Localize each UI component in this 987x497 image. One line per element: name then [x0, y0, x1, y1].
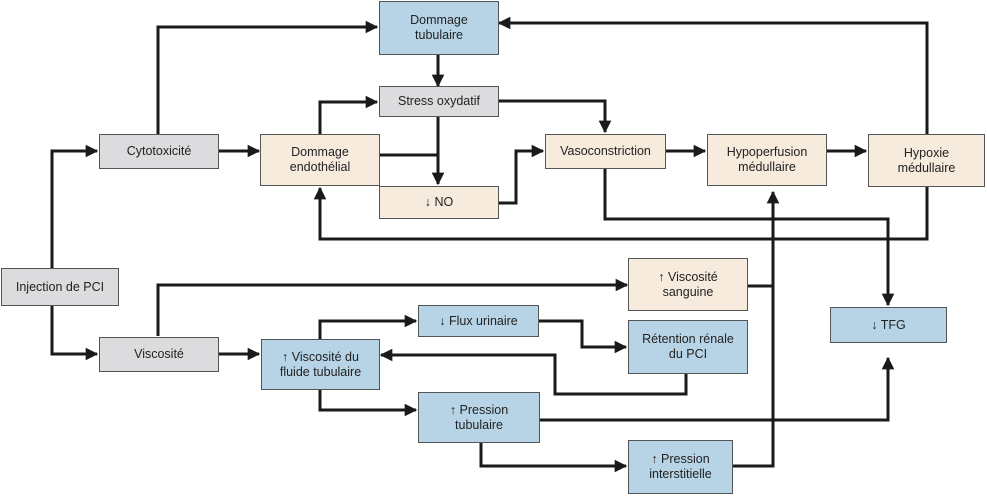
arrow-stress-vasoconstriction — [498, 99, 612, 134]
arrow-pression-tfg — [540, 356, 895, 422]
arrow-injection-viscosite — [50, 304, 99, 361]
node-injection-pci: Injection de PCI — [1, 268, 119, 306]
node-vasoconstriction: Vasoconstriction — [545, 134, 666, 169]
node-stress-oxydatif: Stress oxydatif — [379, 86, 499, 117]
arrow-hypoxie-tubulaire — [497, 16, 929, 134]
arrow-fluide-pression — [318, 390, 418, 417]
node-dommage-endothelial: Dommage endothélial — [260, 134, 380, 186]
arrow-pression-interstitielle — [479, 443, 628, 473]
arrow-hypoxie-endothelial — [313, 186, 929, 241]
arrow-retention-fluide — [379, 348, 688, 396]
node-hypoxie-medullaire: Hypoxie médullaire — [868, 134, 985, 187]
node-retention-renale: Rétention rénale du PCI — [628, 320, 748, 374]
arrow-interstitielle-hypoperfusion — [733, 190, 780, 468]
arrow-no-vasoconstriction — [498, 144, 545, 205]
node-no: ↓ NO — [379, 186, 499, 219]
arrow-viscosite-sanguine — [156, 278, 629, 336]
arrow-vasoconstriction-tfg — [603, 169, 895, 307]
node-hypoperfusion-medullaire: Hypoperfusion médullaire — [707, 134, 827, 186]
node-viscosite-fluide-tubulaire: ↑ Viscosité du fluide tubulaire — [261, 339, 380, 390]
node-pression-tubulaire: ↑ Pression tubulaire — [418, 392, 540, 443]
node-flux-urinaire: ↓ Flux urinaire — [418, 305, 539, 337]
arrow-injection-cytotoxicite — [50, 144, 99, 270]
node-cytotoxicite: Cytotoxicité — [99, 134, 219, 169]
node-dommage-tubulaire: Dommage tubulaire — [379, 1, 499, 55]
node-viscosite: Viscosité — [99, 337, 219, 372]
node-viscosite-sanguine: ↑ Viscosité sanguine — [628, 258, 748, 311]
node-pression-interstitielle: ↑ Pression interstitielle — [628, 440, 733, 494]
node-tfg: ↓ TFG — [830, 307, 947, 343]
arrow-fluide-flux — [318, 314, 418, 339]
arrow-cytotoxicite-dommage-tubulaire — [156, 20, 379, 136]
arrow-endothelial-stress — [318, 95, 379, 134]
arrow-flux-retention — [539, 319, 628, 354]
